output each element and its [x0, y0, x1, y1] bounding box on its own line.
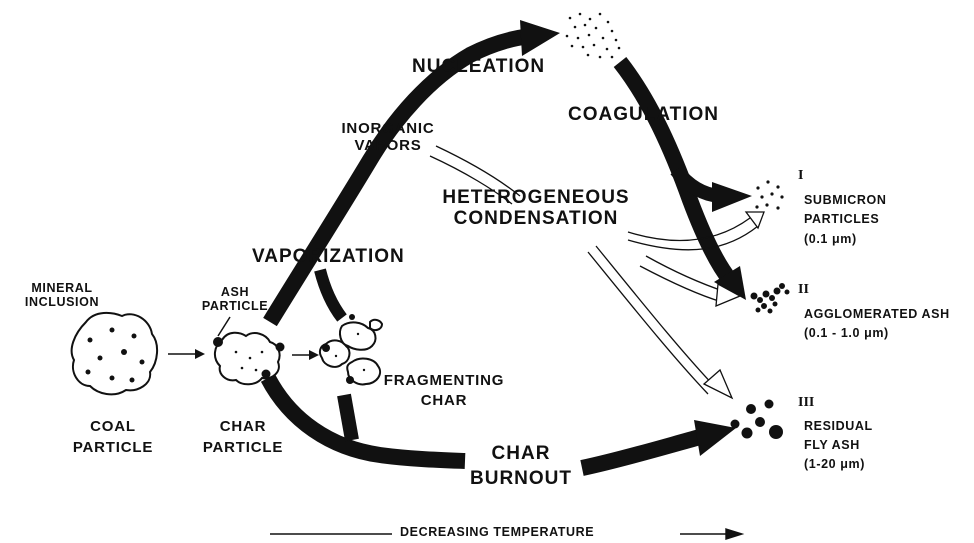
ash-particle-line-1: ASH: [198, 286, 272, 300]
output-2-line-2: (0.1 - 1.0 μm): [804, 324, 950, 343]
output-2-label: AGGLOMERATED ASH (0.1 - 1.0 μm): [804, 305, 950, 344]
fragmenting-char: [320, 314, 382, 384]
agglomerated-ash: [751, 283, 790, 314]
ash-particle-label: ASH PARTICLE: [198, 286, 272, 314]
output-3-line-3: (1-20 μm): [804, 455, 873, 474]
char-burnout-arrowhead: [694, 420, 736, 456]
char-burnout-arrow: [582, 437, 700, 468]
output-3-numeral: III: [798, 395, 814, 410]
output-3-line-1: RESIDUAL: [804, 417, 873, 436]
fragmenting-char-label: FRAGMENTING CHAR: [382, 371, 506, 412]
inorganic-vapors-line-1: INORGANIC: [326, 121, 450, 138]
heterogeneous-condensation-line-2: CONDENSATION: [436, 209, 636, 230]
char-particle-label: CHAR PARTICLE: [188, 416, 298, 458]
coal-particle: [72, 313, 157, 394]
decreasing-temperature-label: DECREASING TEMPERATURE: [400, 526, 594, 540]
coal-particle-line-1: COAL: [58, 416, 168, 437]
nucleation-label: NUCLEATION: [412, 57, 545, 78]
coagulation-label: COAGULATION: [568, 105, 719, 126]
output-2-numeral: II: [798, 282, 809, 297]
ash-particle-line-2: PARTICLE: [198, 300, 272, 314]
fragmentation-branch: [320, 270, 342, 318]
submicron-arrowhead: [712, 182, 752, 212]
output-2-line-1: AGGLOMERATED ASH: [804, 305, 950, 324]
heterogeneous-condensation-line-1: HETEROGENEOUS: [436, 188, 636, 209]
coal-particle-label: COAL PARTICLE: [58, 416, 168, 458]
output-1-line-2: PARTICLES: [804, 210, 886, 229]
heterogeneous-condensation-label: HETEROGENEOUS CONDENSATION: [436, 188, 636, 230]
nucleation-arrowhead: [520, 20, 560, 56]
output-1-line-3: (0.1 μm): [804, 230, 886, 249]
char-burnout-line-2: BURNOUT: [456, 467, 586, 492]
vaporization-nucleation-arrow: [270, 36, 530, 322]
submicron-particles: [755, 180, 783, 209]
mineral-inclusion-line-2: INCLUSION: [14, 296, 110, 310]
output-3-label: RESIDUAL FLY ASH (1-20 μm): [804, 417, 873, 473]
inorganic-vapors-label: INORGANIC VAPORS: [326, 121, 450, 154]
output-1-line-1: SUBMICRON: [804, 191, 886, 210]
fragmenting-char-line-2: CHAR: [382, 391, 506, 411]
fragment-burnout-joint: [344, 395, 352, 440]
char-burnout-label: CHAR BURNOUT: [456, 442, 586, 491]
coal-particle-line-2: PARTICLE: [58, 437, 168, 458]
fragmenting-char-line-1: FRAGMENTING: [382, 371, 506, 391]
mineral-inclusion-label: MINERAL INCLUSION: [14, 282, 110, 310]
char-burnout-line-1: CHAR: [456, 442, 586, 467]
output-3-line-2: FLY ASH: [804, 436, 873, 455]
output-1-numeral: I: [798, 168, 803, 183]
inorganic-vapors-line-2: VAPORS: [326, 138, 450, 155]
mineral-inclusion-line-1: MINERAL: [14, 282, 110, 296]
vaporization-label: VAPORIZATION: [252, 247, 405, 268]
residual-fly-ash: [731, 400, 784, 440]
nuclei-cloud: [566, 13, 621, 59]
output-1-label: SUBMICRON PARTICLES (0.1 μm): [804, 191, 886, 249]
char-particle-line-2: PARTICLE: [188, 437, 298, 458]
char-particle: [213, 333, 285, 385]
char-particle-line-1: CHAR: [188, 416, 298, 437]
